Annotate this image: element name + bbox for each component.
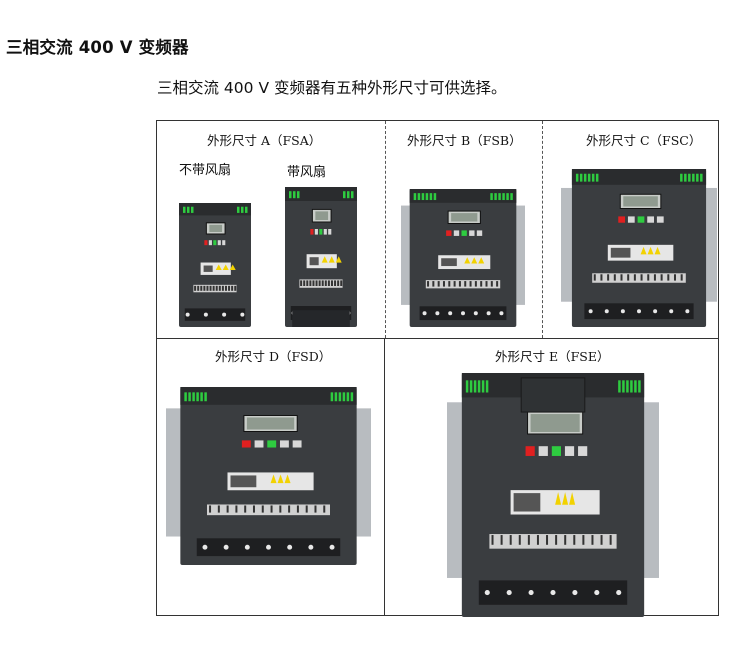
divider-a-b — [385, 121, 386, 338]
intro-text: 三相交流 400 V 变频器有五种外形尺寸可供选择。 — [157, 79, 507, 97]
fsb-inverter-image — [401, 189, 525, 327]
fse-label: 外形尺寸 E（FSE） — [495, 349, 610, 364]
fsd-inverter-image — [166, 387, 371, 565]
row-divider — [157, 338, 718, 339]
fse-inverter-image — [447, 373, 659, 617]
fsb-label: 外形尺寸 B（FSB） — [407, 133, 522, 148]
size-comparison-table: 外形尺寸 A（FSA） 不带风扇 带风扇 外形尺寸 B（FSB） 外形尺寸 C（… — [156, 120, 719, 617]
fsd-label: 外形尺寸 D（FSD） — [215, 349, 332, 364]
fsa-fan-inverter-image — [285, 187, 357, 327]
fsa-label: 外形尺寸 A（FSA） — [207, 133, 322, 148]
fsc-label: 外形尺寸 C（FSC） — [586, 133, 702, 148]
fsc-inverter-image — [561, 169, 717, 327]
divider-d-e — [384, 338, 385, 615]
fsa-with-fan-label: 带风扇 — [287, 165, 327, 180]
fsa-without-fan-label: 不带风扇 — [179, 163, 232, 178]
page-heading: 三相交流 400 V 变频器 — [6, 38, 189, 57]
fsa-no-fan-inverter-image — [179, 203, 251, 327]
divider-b-c — [542, 121, 543, 338]
